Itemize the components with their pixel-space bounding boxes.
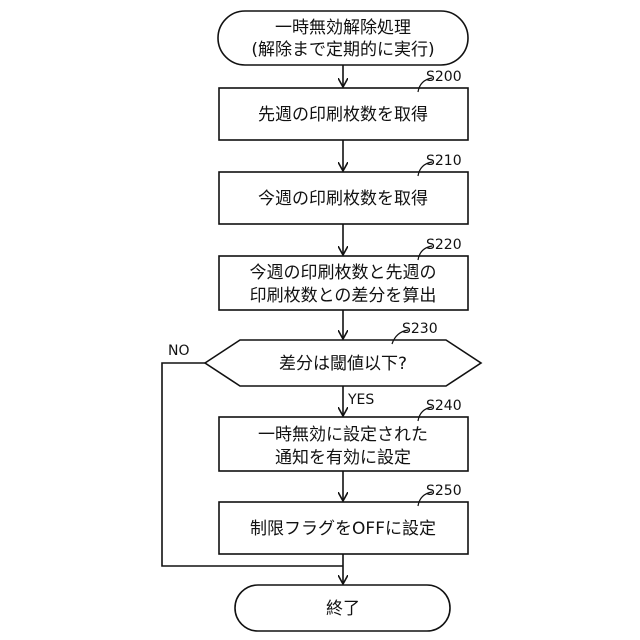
s230-step-label: S230 [402, 321, 438, 337]
s200-text: 先週の印刷枚数を取得 [258, 105, 428, 125]
s200-step-label: S200 [426, 69, 462, 85]
s210-text: 今週の印刷枚数を取得 [258, 189, 428, 209]
start-line1: 一時無効解除処理 [275, 18, 411, 38]
no-label: NO [168, 343, 190, 359]
s240-line1: 一時無効に設定された [258, 425, 428, 445]
end-text: 終了 [326, 599, 360, 619]
s250-step-label: S250 [426, 483, 462, 499]
s240-line2: 通知を有効に設定 [275, 448, 411, 468]
end-terminator: 終了 [235, 585, 450, 631]
s220-step-label: S220 [426, 237, 462, 253]
s210-step-label: S210 [426, 153, 462, 169]
start-terminator: 一時無効解除処理 (解除まで定期的に実行) [218, 11, 468, 65]
s250-text: 制限フラグをOFFに設定 [250, 519, 436, 539]
s220-line2: 印刷枚数との差分を算出 [250, 286, 437, 306]
yes-label: YES [347, 392, 374, 408]
s240-step-label: S240 [426, 398, 462, 414]
start-line2: (解除まで定期的に実行) [251, 40, 434, 60]
s230-text: 差分は閾値以下? [279, 354, 407, 374]
s220-line1: 今週の印刷枚数と先週の [250, 263, 437, 283]
